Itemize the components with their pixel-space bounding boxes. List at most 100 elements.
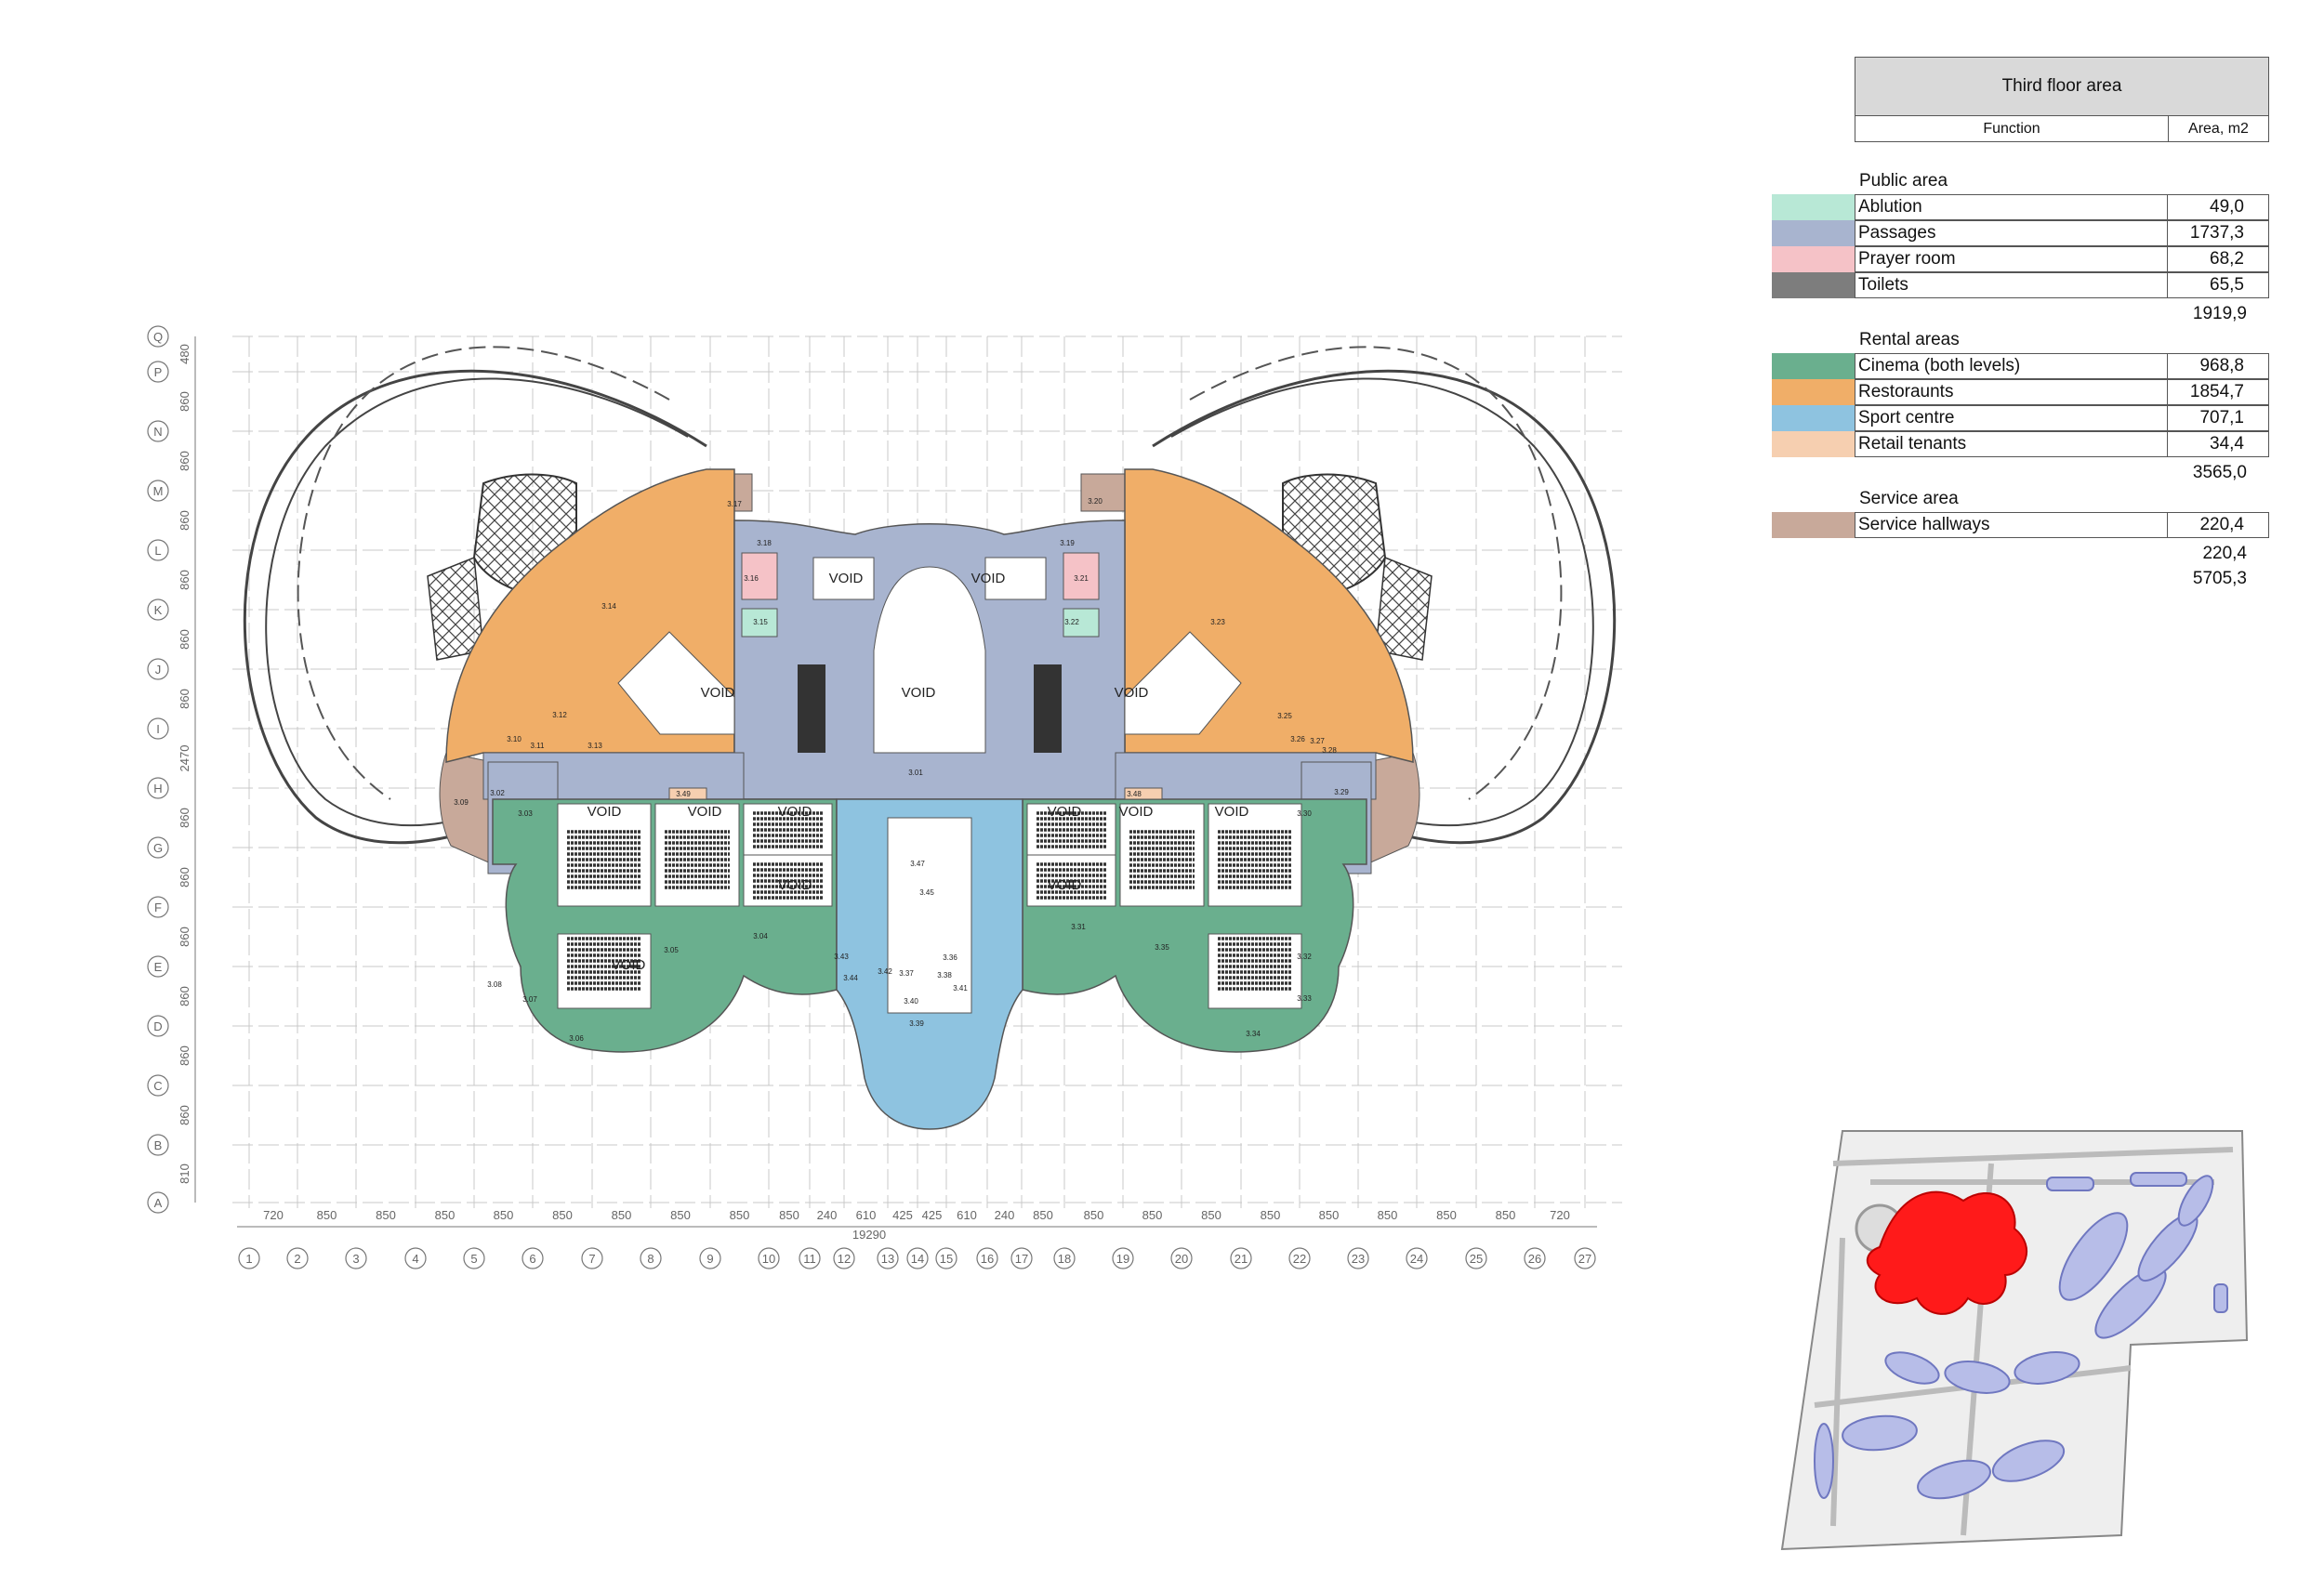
grid-axis-label: 13: [881, 1252, 894, 1266]
room-label: 3.08: [487, 980, 502, 989]
row-dimension: 860: [178, 570, 191, 590]
table-title: Third floor area: [1855, 57, 2269, 116]
row-dimension: 2470: [178, 745, 191, 772]
void-label: VOID: [778, 877, 812, 893]
legend-swatch: [1772, 405, 1855, 431]
grid-axis-bubble: [1406, 1247, 1428, 1269]
table-row: Passages 1737,3: [1772, 220, 2269, 246]
room-label: 3.13: [588, 742, 602, 750]
grid-axis-label: 16: [981, 1252, 994, 1266]
room-label: 3.15: [753, 618, 768, 626]
grid-axis-bubble: [1170, 1247, 1193, 1269]
grand-total: 5705,3: [2192, 569, 2247, 588]
table-header: Function Area, m2: [1855, 115, 2269, 142]
section-title-public: Public area: [1859, 171, 1948, 191]
col-dimension: 850: [1261, 1208, 1281, 1222]
col-dimension: 850: [435, 1208, 456, 1222]
row-dimension: 810: [178, 1164, 191, 1184]
room-label: 3.25: [1277, 712, 1292, 720]
row-value: 1854,7: [2167, 379, 2269, 405]
row-dimension: 860: [178, 629, 191, 650]
room-label: 3.35: [1155, 943, 1169, 952]
row-name: Passages: [1855, 220, 2167, 246]
service-hallway-left: [439, 752, 494, 865]
section-total-rental: 3565,0: [2192, 463, 2247, 482]
row-value: 49,0: [2167, 194, 2269, 220]
room-label: 3.41: [953, 984, 968, 993]
grid-axis-label: A: [154, 1196, 163, 1210]
room-label: 3.04: [753, 932, 768, 940]
legend-swatch: [1772, 379, 1855, 405]
room-label: 3.18: [757, 539, 772, 547]
row-name: Cinema (both levels): [1855, 353, 2167, 379]
grid-axis-label: 1: [245, 1252, 252, 1266]
grid-axis-label: 26: [1528, 1252, 1541, 1266]
grid-axis-label: F: [154, 901, 162, 914]
grid-axis-label: L: [154, 544, 161, 558]
section-title-service: Service area: [1859, 489, 1959, 508]
room-label: 3.48: [1127, 790, 1142, 798]
room-label: 3.11: [531, 742, 546, 750]
col-dimension: 425: [922, 1208, 943, 1222]
grid-axis-bubble: [1230, 1247, 1252, 1269]
row-value: 65,5: [2167, 272, 2269, 298]
grid-axis-label: 9: [706, 1252, 713, 1266]
row-dimension: 860: [178, 391, 191, 412]
header-area: Area, m2: [2188, 120, 2249, 137]
col-dimension: 850: [552, 1208, 573, 1222]
room-label: 3.23: [1210, 618, 1225, 626]
legend-swatch: [1772, 512, 1855, 538]
grid-axis-label: Q: [153, 330, 163, 344]
grid-axis-label: 19: [1116, 1252, 1129, 1266]
row-dimension: 860: [178, 451, 191, 471]
col-dimension: 850: [1201, 1208, 1221, 1222]
row-name: Toilets: [1855, 272, 2167, 298]
row-name: Retail tenants: [1855, 431, 2167, 457]
grid-axis-bubble: [345, 1247, 367, 1269]
grid-axis-bubble: [463, 1247, 485, 1269]
void-label: VOID: [1119, 804, 1154, 820]
grid-axis-label: 24: [1410, 1252, 1423, 1266]
row-dimension: 860: [178, 689, 191, 709]
grid-axis-bubble: [147, 480, 169, 502]
grid-axis-label: D: [153, 1019, 162, 1033]
ablution-right: [1063, 608, 1100, 638]
void-label: VOID: [1215, 804, 1249, 820]
grid-axis-bubble: [147, 1015, 169, 1037]
grid-axis-bubble: [906, 1247, 929, 1269]
col-dimension: 850: [612, 1208, 632, 1222]
grid-axis-bubble: [758, 1247, 780, 1269]
grid-axis-bubble: [286, 1247, 309, 1269]
grid-axis-bubble: [147, 1134, 169, 1156]
col-dimension: 850: [494, 1208, 514, 1222]
grid-axis-label: G: [153, 841, 163, 855]
escalator-left: [798, 664, 825, 753]
grid-axis-bubble: [522, 1247, 544, 1269]
left-canopy-outline: [243, 369, 707, 845]
overall-dimension: 19290: [852, 1228, 886, 1242]
room-label: 3.38: [937, 971, 952, 980]
grid-axis-label: 25: [1470, 1252, 1483, 1266]
grid-axis-bubble: [147, 1074, 169, 1097]
col-dimension: 850: [1084, 1208, 1104, 1222]
room-label: 3.07: [522, 995, 537, 1004]
grid-axis-label: K: [154, 603, 163, 617]
grid-axis-label: 11: [803, 1252, 816, 1266]
grid-axis-bubble: [1524, 1247, 1546, 1269]
room-label: 3.33: [1297, 994, 1312, 1003]
col-dimension: 850: [376, 1208, 396, 1222]
room-label: 3.39: [909, 1019, 924, 1028]
room-label: 3.31: [1071, 923, 1086, 931]
void-top-right: [984, 557, 1047, 600]
room-label: 3.37: [899, 969, 914, 978]
table-row: Restoraunts 1854,7: [1772, 379, 2269, 405]
grid-axis-label: 22: [1293, 1252, 1306, 1266]
row-dimension: 480: [178, 344, 191, 364]
room-label: 3.10: [507, 735, 522, 743]
service-core-right: [1080, 473, 1130, 512]
site-buildings: [1814, 1172, 2228, 1500]
legend-swatch: [1772, 220, 1855, 246]
grid-axis-label: 3: [352, 1252, 359, 1266]
row-name: Ablution: [1855, 194, 2167, 220]
